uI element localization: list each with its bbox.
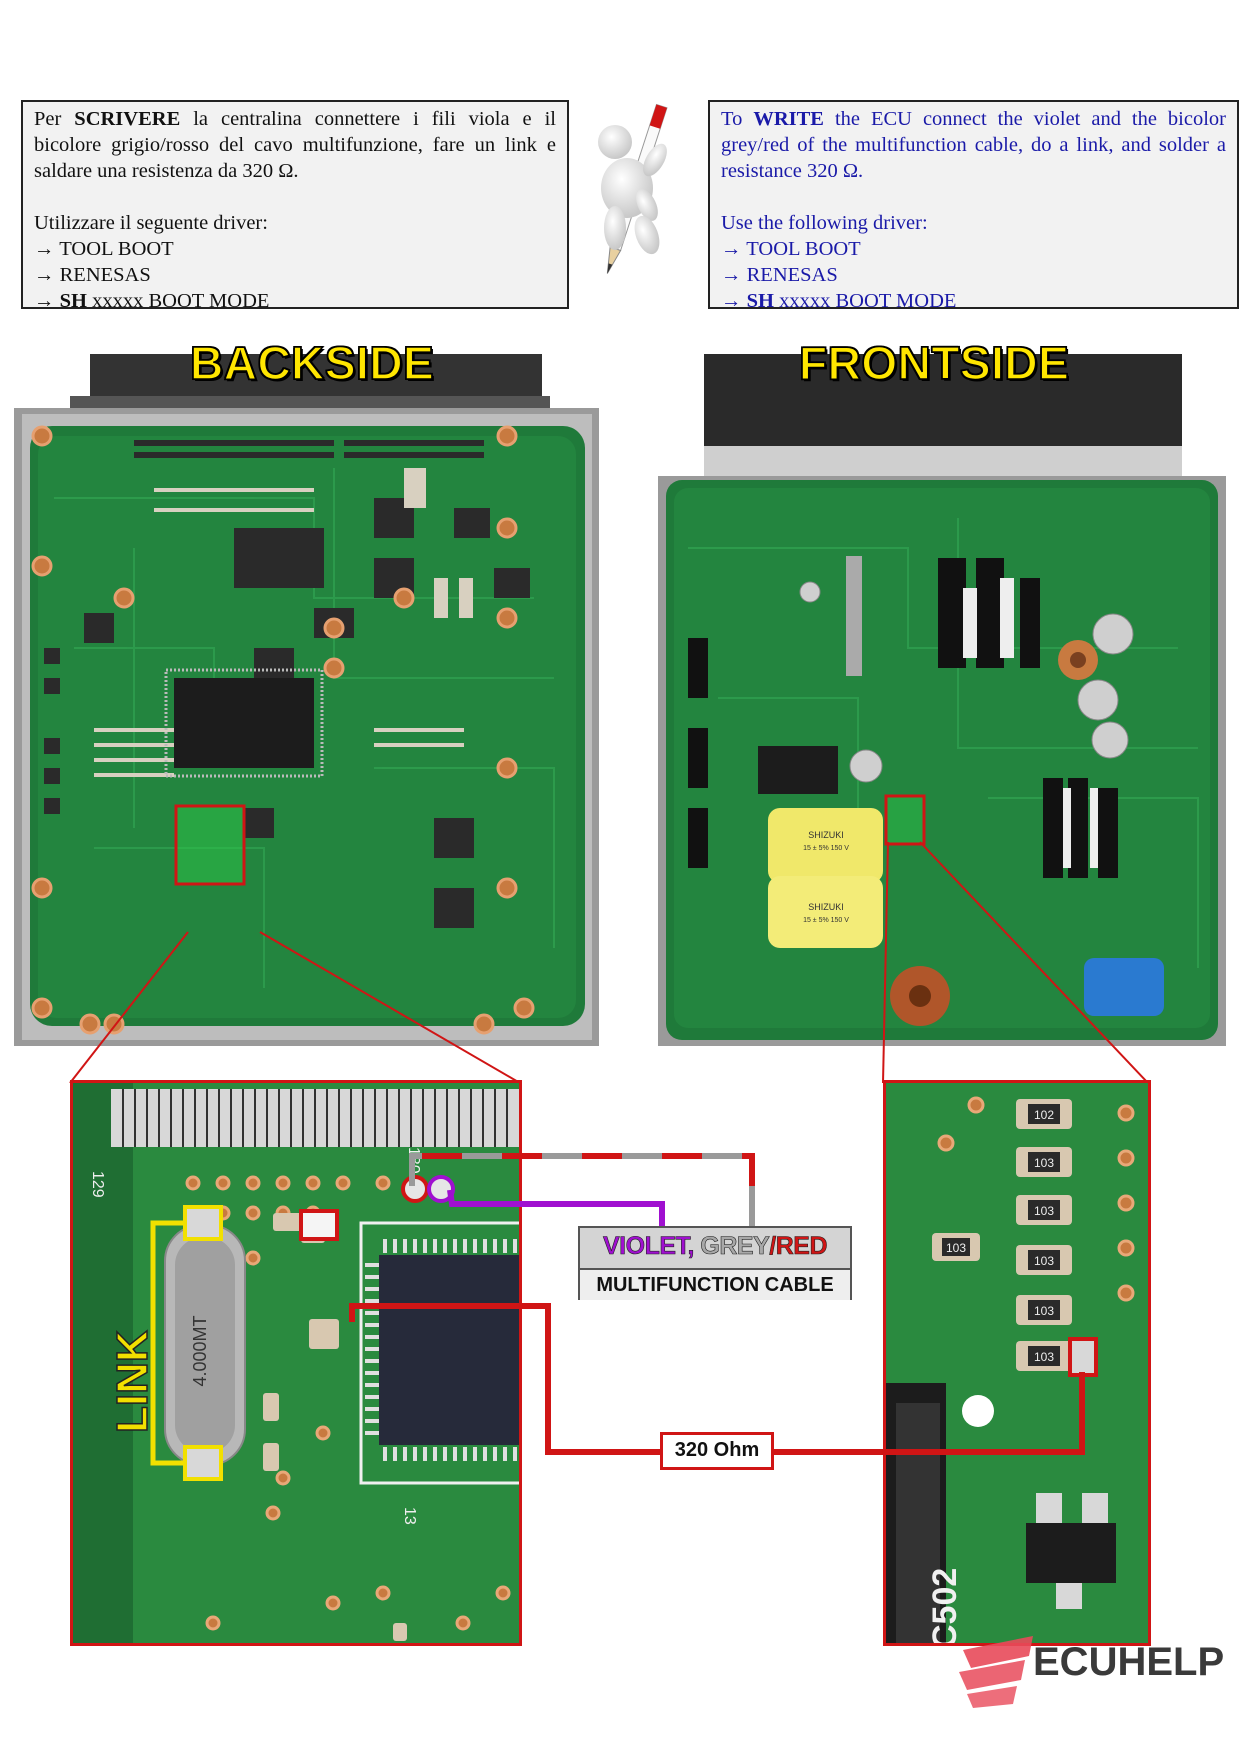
driver-item: → SH xxxxx BOOT MODE [34, 290, 270, 312]
pin-label-13: 13 [401, 1507, 418, 1525]
smd-code: 103 [1034, 1350, 1054, 1364]
cap-spec: 15 ± 5% 150 V [803, 917, 849, 924]
component-ref-c502: C502 [926, 1568, 964, 1646]
smd-code: 103 [1034, 1156, 1054, 1170]
driver-item: → RENESAS [721, 264, 838, 286]
driver-intro: Use the following driver: [721, 212, 928, 234]
violet-text: VIOLET, [603, 1232, 695, 1261]
frontside-board-photo: SHIZUKI 15 ± 5% 150 V SHIZUKI 15 ± 5% 15… [658, 348, 1226, 1046]
cable-label-box: VIOLET, GREY/RED MULTIFUNCTION CABLE [578, 1226, 852, 1300]
instruction-box-italian: Per SCRIVERE la centralina connettere i … [21, 100, 569, 312]
cap-spec: 15 ± 5% 150 V [803, 845, 849, 852]
cap-brand: SHIZUKI [808, 902, 844, 912]
ecuhelp-logo-icon [959, 1636, 1033, 1708]
driver-item: → SH xxxxx BOOT MODE [721, 290, 957, 312]
cable-caption: MULTIFUNCTION CABLE [580, 1268, 850, 1300]
zoom-right-frontside-detail: 102 103 103 103 103 103 103 C502 [883, 1080, 1151, 1646]
backside-board-photo [14, 348, 599, 1046]
text: la centralina connettere i fili viola e … [34, 108, 556, 182]
grey-text: GREY [693, 1232, 770, 1261]
smd-code: 103 [946, 1241, 966, 1255]
frontside-title: FRONTSIDE [798, 336, 1070, 390]
text: Per [34, 108, 75, 130]
pin-label-129: 129 [89, 1171, 106, 1198]
cable-colors: VIOLET, GREY/RED [580, 1232, 850, 1261]
text-bold: SCRIVERE [74, 108, 181, 130]
driver-item: → TOOL BOOT [721, 238, 861, 260]
resistor-value: 320 Ohm [674, 1439, 760, 1461]
smd-code: 102 [1034, 1108, 1054, 1122]
driver-intro: Utilizzare il seguente driver: [34, 212, 268, 234]
cap-brand: SHIZUKI [808, 830, 844, 840]
ecuhelp-logo-text: ECUHELP [1033, 1640, 1225, 1684]
red-text: /RED [769, 1232, 828, 1261]
resistor-label-box: 320 Ohm [660, 1432, 774, 1470]
ecuhelp-logo: ECUHELP [955, 1630, 1255, 1710]
driver-item: → RENESAS [34, 264, 151, 286]
instruction-box-english: To WRITE the ECU connect the violet and … [708, 100, 1239, 312]
text-bold: WRITE [753, 108, 824, 130]
crystal-label: 4.000MT [190, 1315, 210, 1386]
smd-code: 103 [1034, 1204, 1054, 1218]
backside-title: BACKSIDE [189, 336, 435, 390]
driver-item: → TOOL BOOT [34, 238, 174, 260]
zoom-left-backside-detail: 4.000MT 129 [70, 1080, 522, 1646]
smd-code: 103 [1034, 1304, 1054, 1318]
text: the ECU connect the violet and the bicol… [721, 108, 1227, 182]
smd-code: 103 [1034, 1254, 1054, 1268]
text: To [721, 108, 754, 130]
pencil-man-icon [598, 103, 668, 274]
link-label: LINK [108, 1330, 157, 1433]
